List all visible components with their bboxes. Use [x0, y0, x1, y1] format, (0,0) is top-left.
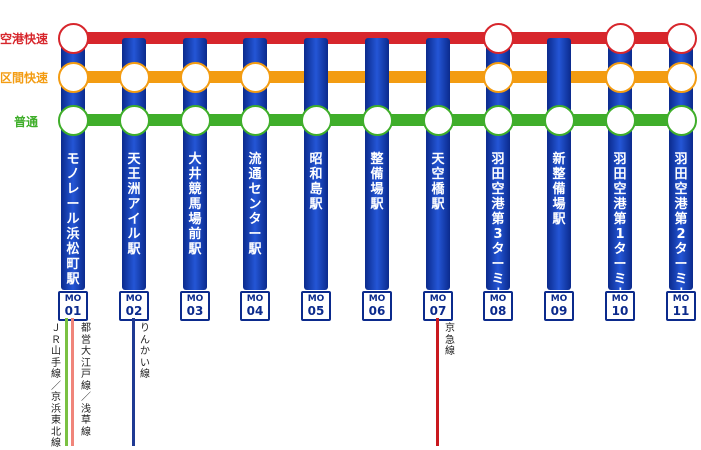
transfer-line-toei — [71, 318, 74, 446]
station-bar — [547, 38, 571, 290]
stop-marker-rapid_section — [482, 61, 514, 93]
stop-marker-local — [665, 104, 697, 136]
stop-marker-local — [300, 104, 332, 136]
station-bar — [304, 38, 328, 290]
station-name: 大井競馬場前駅 — [188, 152, 202, 257]
stop-marker-local — [543, 104, 575, 136]
transfer-label-jr: ＪＲ山手線／京浜東北線 — [51, 323, 61, 449]
stop-marker-local — [361, 104, 393, 136]
station-code-prefix: MO — [125, 294, 143, 304]
stop-marker-local — [57, 104, 89, 136]
stop-marker-local — [482, 104, 514, 136]
transfer-line-jr — [65, 318, 68, 446]
station-code-number: 09 — [550, 304, 568, 318]
station-code-number: 05 — [307, 304, 325, 318]
station-name: 天王洲アイル駅 — [127, 152, 141, 257]
service-label-rapid_airport: 空港快速 — [0, 32, 49, 46]
station-code-prefix: MO — [672, 294, 690, 304]
stop-marker-rapid_section — [118, 61, 150, 93]
station-code-number: 01 — [64, 304, 82, 318]
stop-marker-local — [239, 104, 271, 136]
stop-marker-rapid_airport — [482, 22, 514, 54]
station-code-number: 02 — [125, 304, 143, 318]
stop-marker-rapid_airport — [57, 22, 89, 54]
service-label-local: 普通 — [14, 115, 39, 129]
station-code-prefix: MO — [489, 294, 507, 304]
station-name: 流通センター駅 — [248, 152, 262, 257]
station-code-prefix: MO — [246, 294, 264, 304]
stop-marker-local — [604, 104, 636, 136]
stop-marker-rapid_section — [239, 61, 271, 93]
station-code-number: 03 — [186, 304, 204, 318]
stop-marker-rapid_airport — [665, 22, 697, 54]
stop-marker-local — [422, 104, 454, 136]
station-code-prefix: MO — [611, 294, 629, 304]
station-code-number: 06 — [368, 304, 386, 318]
station-bar — [426, 38, 450, 290]
service-label-rapid_section: 区間快速 — [0, 71, 49, 85]
station-name: 整備場駅 — [370, 152, 384, 212]
station-code-prefix: MO — [186, 294, 204, 304]
stop-marker-rapid_section — [604, 61, 636, 93]
stop-marker-rapid_airport — [604, 22, 636, 54]
station-name: 天空橋駅 — [431, 152, 445, 212]
station-code-number: 11 — [672, 304, 690, 318]
transfer-label-toei: 都営大江戸線／浅草線 — [81, 323, 91, 438]
station-code-number: 04 — [246, 304, 264, 318]
station-code-number: 07 — [429, 304, 447, 318]
station-name: モノレール浜松町駅 — [66, 152, 80, 287]
station-name: 新整備場駅 — [552, 152, 566, 227]
transfer-line-keikyu — [436, 318, 439, 446]
station-code-prefix: MO — [429, 294, 447, 304]
station-code-prefix: MO — [368, 294, 386, 304]
station-code-prefix: MO — [64, 294, 82, 304]
station-name: 昭和島駅 — [309, 152, 323, 212]
station-code-number: 10 — [611, 304, 629, 318]
transfer-label-rinkai: りんかい線 — [140, 323, 150, 380]
station-code-prefix: MO — [550, 294, 568, 304]
stop-marker-local — [179, 104, 211, 136]
stop-marker-rapid_section — [179, 61, 211, 93]
station-code-number: 08 — [489, 304, 507, 318]
transfer-label-keikyu: 京急線 — [445, 323, 455, 357]
transfer-line-rinkai — [132, 318, 135, 446]
station-code-prefix: MO — [307, 294, 325, 304]
stop-marker-rapid_section — [57, 61, 89, 93]
stop-marker-rapid_section — [665, 61, 697, 93]
station-bar — [365, 38, 389, 290]
stop-marker-local — [118, 104, 150, 136]
